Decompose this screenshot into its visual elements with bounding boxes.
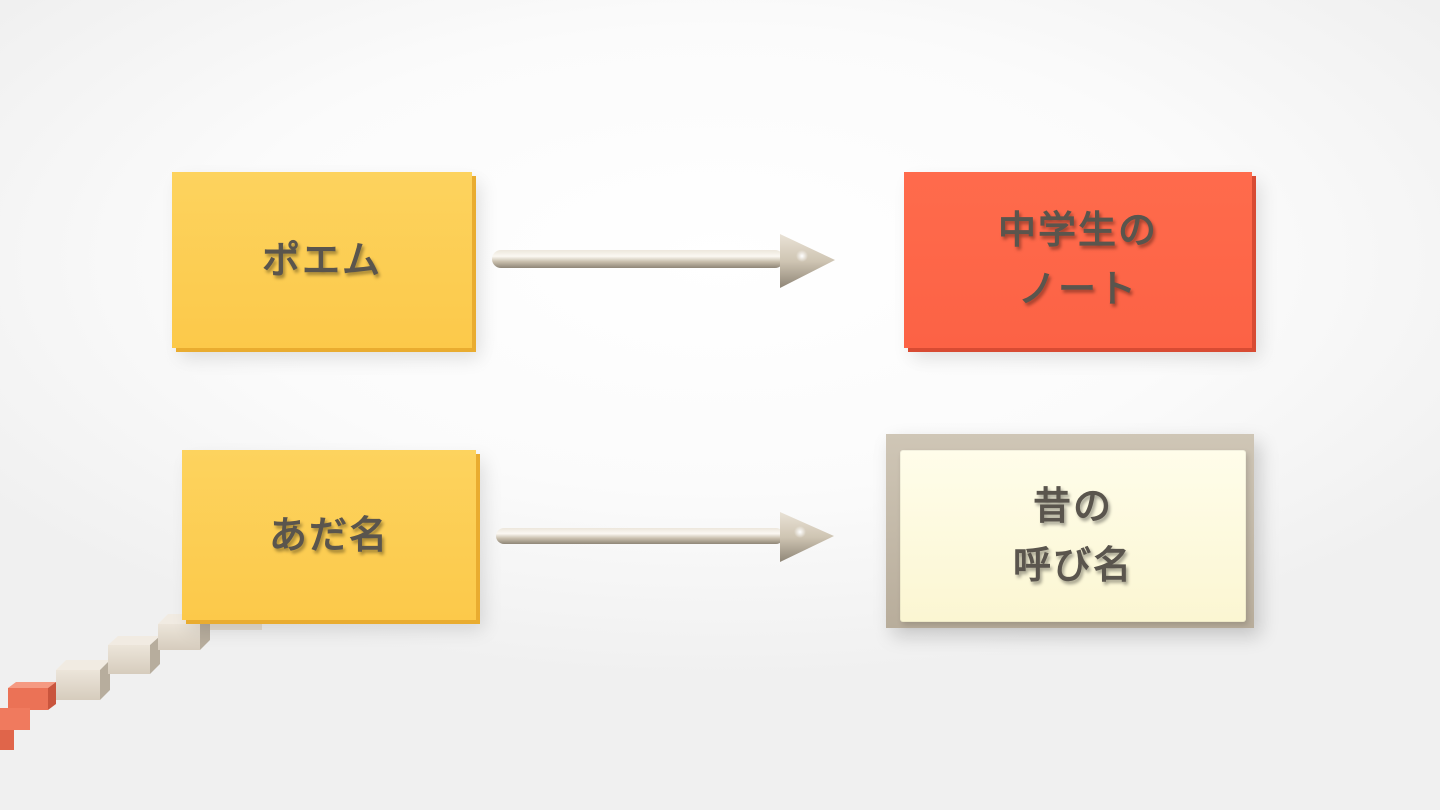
source-card-1-label: ポエム <box>261 237 382 282</box>
source-card-2-label: あだ名 <box>268 512 389 557</box>
source-card-1: ポエム <box>172 172 472 348</box>
target-card-1-line-1: 中学生の <box>997 208 1158 253</box>
target-card-2: 昔の 呼び名 <box>900 450 1246 622</box>
right-arrow-icon <box>496 512 834 562</box>
target-card-1-line-2: ノート <box>1017 267 1138 311</box>
orange-steps <box>0 682 56 750</box>
right-arrow-icon <box>492 234 835 288</box>
source-card-2: あだ名 <box>182 450 476 620</box>
target-card-1: 中学生の ノート <box>904 172 1252 348</box>
target-card-2-line-2: 呼び名 <box>1012 543 1133 587</box>
beige-steps <box>56 614 262 700</box>
target-card-2-line-1: 昔の <box>1032 484 1113 529</box>
staircase-blocks-decoration <box>0 614 262 750</box>
